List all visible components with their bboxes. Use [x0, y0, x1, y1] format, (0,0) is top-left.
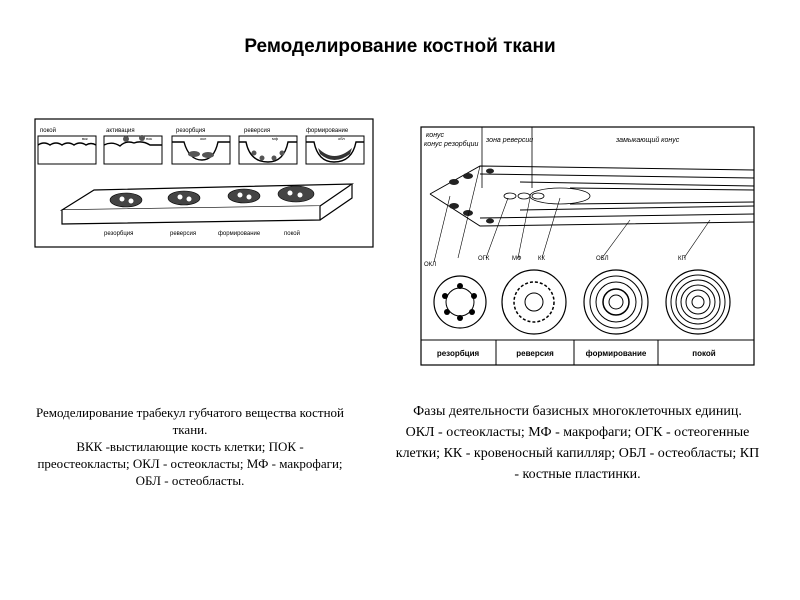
bmu-phases-diagram: конус конус резорбции зона реверсии замы… [420, 126, 755, 366]
stage-label: резорбция [437, 349, 480, 358]
left-bottom-label: реверсия [170, 231, 196, 237]
zone-label: зона реверсии [485, 137, 533, 144]
trabecular-remodeling-figure: покой активация резорбция реверсия форми… [34, 118, 374, 248]
left-top-label: активация [106, 128, 135, 134]
left-bottom-label: покой [284, 230, 300, 237]
left-top-label: реверсия [244, 128, 270, 134]
stage-label: реверсия [516, 349, 554, 358]
zone-label: конус [426, 132, 445, 139]
left-small-label: пок [146, 136, 152, 141]
zone-label: конус резорбции [424, 140, 478, 148]
right-caption-legend: ОКЛ - остеокласты; МФ - макрофаги; ОГК -… [395, 425, 760, 482]
cell-label: ОГК [478, 256, 490, 262]
left-small-label: вкк [82, 136, 88, 141]
left-top-label: формирование [306, 128, 349, 134]
bmu-phases-figure: конус конус резорбции зона реверсии замы… [420, 126, 755, 366]
left-small-label: окл [200, 136, 207, 141]
stage-label: формирование [586, 349, 647, 358]
left-top-label: резорбция [176, 128, 205, 134]
left-bottom-label: формирование [218, 231, 261, 237]
right-caption-heading: Фазы деятельности базисных многоклеточны… [413, 404, 742, 419]
left-small-label: обл [338, 136, 345, 141]
left-caption-legend: ВКК -выстилающие кость клетки; ПОК - пре… [37, 439, 343, 488]
zone-label: замыкающий конус [615, 136, 680, 144]
cell-label: КП [678, 256, 686, 262]
stage-label: покой [692, 349, 716, 358]
left-top-label: покой [40, 127, 56, 134]
left-bottom-label: резорбция [104, 231, 133, 237]
left-small-label: мф [272, 136, 279, 141]
cell-label: ОКЛ [424, 262, 436, 268]
page-title: Ремоделирование костной ткани [244, 36, 556, 57]
cell-label: ОБЛ [596, 256, 609, 262]
left-caption: Ремоделирование трабекул губчатого вещес… [30, 404, 350, 489]
right-caption: Фазы деятельности базисных многоклеточны… [395, 401, 760, 485]
cell-label: КК [538, 256, 545, 262]
left-caption-heading: Ремоделирование трабекул губчатого вещес… [35, 405, 345, 437]
cell-label: МФ [512, 256, 522, 262]
trabecular-remodeling-diagram: покой активация резорбция реверсия форми… [34, 118, 374, 248]
